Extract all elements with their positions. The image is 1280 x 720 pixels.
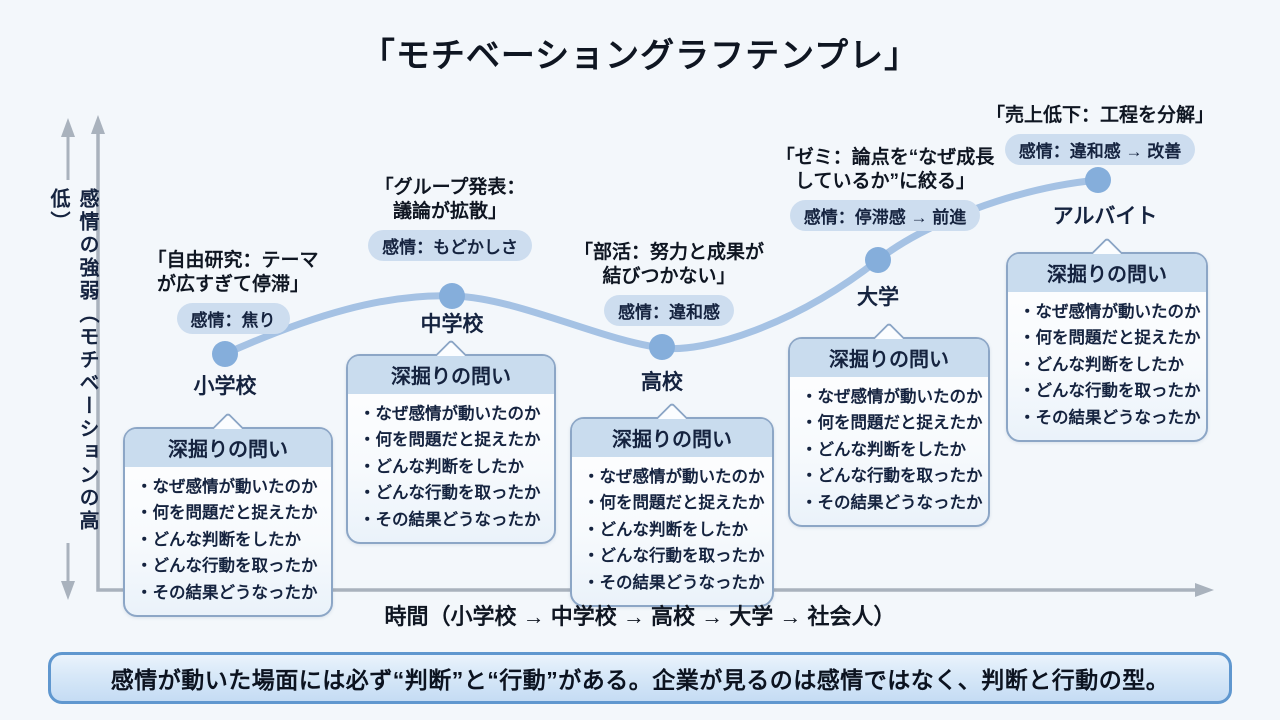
deep-dive-list: なぜ感情が動いたのか 何を問題だと捉えたか どんな判断をしたか どんな行動を取っ… (348, 394, 554, 542)
emotion-badge: 感情：停滞感 → 前進 (789, 199, 981, 231)
list-item: 何を問題だと捉えたか (359, 427, 545, 453)
list-item: その結果どうなったか (359, 507, 545, 533)
y-axis-label: 感情の強弱（モチベーションの高低） (47, 188, 98, 533)
event-title: 「グループ発表： 議論が拡散」 (374, 177, 526, 222)
deep-dive-box-chugakko: 深掘りの問い なぜ感情が動いたのか 何を問題だと捉えたか どんな判断をしたか ど… (346, 339, 556, 544)
deep-dive-list: なぜ感情が動いたのか 何を問題だと捉えたか どんな判断をしたか どんな行動を取っ… (790, 377, 988, 525)
deep-dive-header: 深掘りの問い (125, 429, 331, 467)
list-item: なぜ感情が動いたのか (583, 464, 765, 490)
emotion-badge: 感情：焦り (176, 302, 290, 334)
y-axis-arrow-icon (91, 115, 105, 134)
emotion-badge: 感情：違和感 (604, 294, 734, 326)
event-annotation-shogakko: 「自由研究：テーマ が広すぎて停滞」 感情：焦り (128, 249, 338, 334)
event-annotation-arubaito: 「売上低下：工程を分解」 感情：違和感 → 改善 (975, 104, 1225, 165)
list-item: なぜ感情が動いたのか (359, 401, 545, 427)
list-item: その結果どうなったか (801, 490, 983, 516)
list-item: どんな行動を取ったか (583, 543, 765, 569)
stage-label-chugakko: 中学校 (420, 313, 484, 336)
event-title: 「売上低下：工程を分解」 (985, 105, 1214, 126)
list-item: どんな行動を取ったか (801, 463, 983, 489)
deep-dive-box-arubaito: 深掘りの問い なぜ感情が動いたのか 何を問題だと捉えたか どんな判断をしたか ど… (1006, 237, 1208, 442)
list-item: なぜ感情が動いたのか (1019, 299, 1201, 325)
list-item: どんな行動を取ったか (1019, 378, 1201, 404)
deep-dive-header: 深掘りの問い (572, 419, 772, 457)
x-axis-arrow-icon (1195, 583, 1214, 597)
y-range-double-arrow-icon (61, 118, 75, 600)
deep-dive-header: 深掘りの問い (1008, 254, 1206, 292)
list-item: どんな判断をしたか (1019, 352, 1197, 378)
list-item: 何を問題だと捉えたか (136, 500, 322, 526)
event-title: 「ゼミ：論点を“なぜ成長 しているか”に絞る」 (775, 147, 995, 192)
axis-lines (91, 115, 1214, 597)
data-points (212, 167, 1111, 367)
list-item: どんな判断をしたか (801, 437, 979, 463)
deep-dive-list: なぜ感情が動いたのか 何を問題だと捉えたか どんな判断をしたか どんな行動を取っ… (1008, 292, 1206, 440)
event-annotation-daigaku: 「ゼミ：論点を“なぜ成長 しているか”に絞る」 感情：停滞感 → 前進 (770, 146, 1000, 231)
list-item: どんな判断をしたか (136, 527, 322, 553)
list-item: どんな判断をしたか (359, 454, 545, 480)
x-axis-label: 時間（小学校 → 中学校 → 高校 → 大学 → 社会人） (384, 604, 896, 629)
page-title: 「モチベーショングラフテンプレ」 (360, 37, 920, 75)
deep-dive-header: 深掘りの問い (790, 339, 988, 377)
list-item: どんな行動を取ったか (136, 553, 322, 579)
list-item: その結果どうなったか (136, 580, 322, 606)
list-item: その結果どうなったか (583, 570, 765, 596)
stage-label-koko: 高校 (641, 371, 683, 394)
event-title: 「自由研究：テーマ が広すぎて停滞」 (147, 250, 319, 295)
event-annotation-koko: 「部活：努力と成果が 結びつかない」 感情：違和感 (560, 241, 778, 326)
point-koko (649, 334, 675, 360)
stage-label-daigaku: 大学 (857, 286, 899, 309)
point-shogakko (212, 341, 238, 367)
point-arubaito (1085, 167, 1111, 193)
stage-label-shogakko: 小学校 (193, 375, 257, 398)
deep-dive-list: なぜ感情が動いたのか 何を問題だと捉えたか どんな判断をしたか どんな行動を取っ… (125, 467, 331, 615)
list-item: その結果どうなったか (1019, 405, 1201, 431)
list-item: どんな判断をしたか (583, 517, 763, 543)
list-item: どんな行動を取ったか (359, 480, 545, 506)
deep-dive-list: なぜ感情が動いたのか 何を問題だと捉えたか どんな判断をしたか どんな行動を取っ… (572, 457, 772, 605)
footer-banner: 感情が動いた場面には必ず“判断”と“行動”がある。企業が見るのは感情ではなく、判… (48, 652, 1232, 704)
deep-dive-box-daigaku: 深掘りの問い なぜ感情が動いたのか 何を問題だと捉えたか どんな判断をしたか ど… (788, 322, 990, 527)
emotion-badge: 感情：違和感 → 改善 (1004, 133, 1196, 165)
emotion-badge: 感情：もどかしさ (368, 229, 532, 261)
point-chugakko (439, 283, 465, 309)
deep-dive-header: 深掘りの問い (348, 356, 554, 394)
event-annotation-chugakko: 「グループ発表： 議論が拡散」 感情：もどかしさ (345, 176, 555, 261)
point-daigaku (865, 247, 891, 273)
event-title: 「部活：努力と成果が 結びつかない」 (573, 242, 764, 287)
stage-label-arubaito: アルバイト (1052, 205, 1158, 228)
deep-dive-box-koko: 深掘りの問い なぜ感情が動いたのか 何を問題だと捉えたか どんな判断をしたか ど… (570, 402, 774, 607)
list-item: なぜ感情が動いたのか (801, 384, 983, 410)
list-item: 何を問題だと捉えたか (583, 490, 765, 516)
list-item: 何を問題だと捉えたか (1019, 325, 1201, 351)
footer-note: 感情が動いた場面には必ず“判断”と“行動”がある。企業が見るのは感情ではなく、判… (110, 667, 1170, 693)
deep-dive-box-shogakko: 深掘りの問い なぜ感情が動いたのか 何を問題だと捉えたか どんな判断をしたか ど… (123, 412, 333, 617)
list-item: 何を問題だと捉えたか (801, 410, 983, 436)
list-item: なぜ感情が動いたのか (136, 474, 322, 500)
